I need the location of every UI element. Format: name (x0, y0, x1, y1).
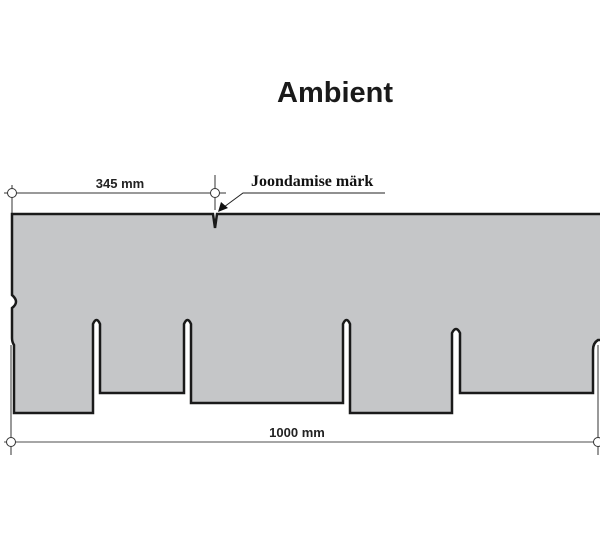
alignment-offset-label: 345 mm (96, 176, 144, 191)
alignment-mark-leader (218, 192, 385, 212)
top-dimension (4, 175, 226, 214)
shingle-shape (10, 212, 600, 415)
total-width-label: 1000 mm (269, 425, 325, 440)
diagram-title: Ambient (277, 77, 393, 109)
bottom-dimension (4, 345, 600, 455)
alignment-mark-label: Joondamise märk (251, 173, 373, 190)
